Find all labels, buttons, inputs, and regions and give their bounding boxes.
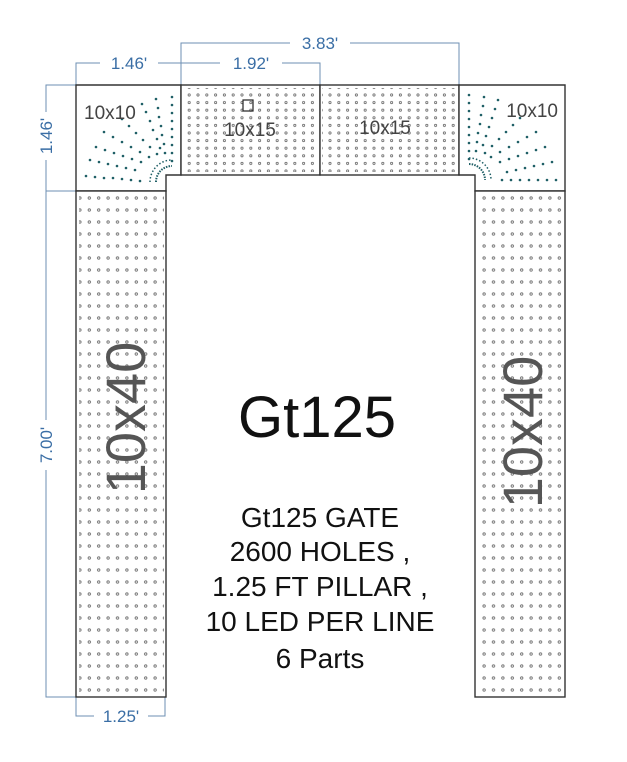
panel-top-left-corner: 10x10 — [75, 84, 182, 192]
dimension-pillar-width: 1.25' — [103, 707, 139, 726]
diagram-title: Gt125 — [238, 385, 396, 450]
dimension-pillar-height: 7.00' — [37, 427, 56, 463]
dimension-top-panel-width: 1.92' — [233, 54, 269, 73]
panel-top-right-corner: 10x10 — [458, 84, 566, 192]
description-line: 6 Parts — [276, 643, 365, 674]
panel-top-middle-right: 10x15 — [319, 84, 460, 176]
dimension-top-total: 3.83' — [302, 34, 338, 53]
dimension-lines — [45, 42, 460, 717]
description-line: 1.25 FT PILLAR , — [212, 571, 428, 602]
radial-holes-icon — [467, 93, 558, 182]
panel-right-pillar: 10x40 — [474, 190, 566, 698]
dimension-corner-width: 1.46' — [111, 54, 147, 73]
panel-top-middle-left: 10x15 — [180, 84, 321, 176]
panel-label-top-right: 10x10 — [506, 101, 558, 122]
panel-left-pillar: 10x40 — [75, 190, 167, 698]
marker-square-icon — [242, 99, 254, 112]
description-line: Gt125 GATE — [241, 502, 399, 533]
diagram-description: Gt125 GATE 2600 HOLES , 1.25 FT PILLAR ,… — [206, 502, 435, 674]
panel-label-top-middle-left: 10x15 — [224, 120, 276, 141]
radial-holes-icon — [84, 95, 174, 183]
description-line: 10 LED PER LINE — [206, 606, 435, 637]
description-line: 2600 HOLES , — [230, 536, 411, 567]
panel-label-top-middle-right: 10x15 — [359, 118, 411, 139]
dimension-corner-height: 1.46' — [37, 118, 56, 154]
panel-label-right-pillar: 10x40 — [491, 356, 554, 509]
panel-label-left-pillar: 10x40 — [94, 342, 157, 495]
panel-label-top-left: 10x10 — [84, 103, 136, 124]
